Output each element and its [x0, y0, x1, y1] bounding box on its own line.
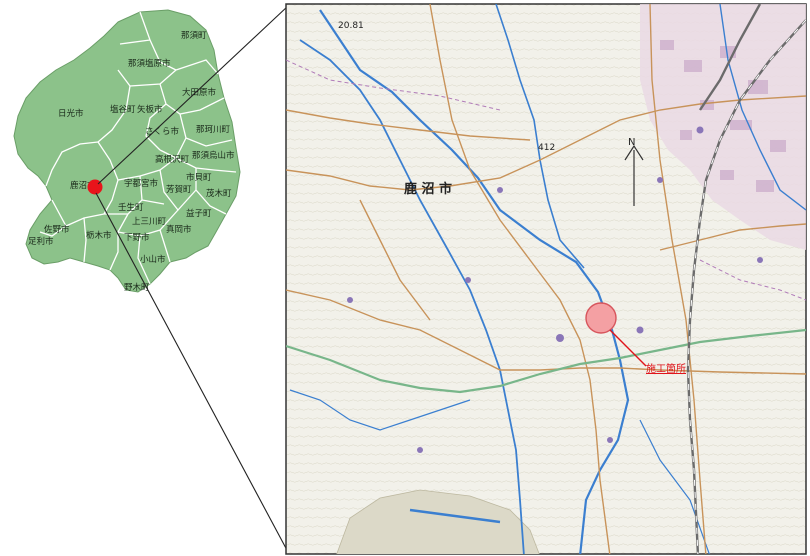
region-label-shimotsuke: 下野市: [124, 232, 150, 243]
region-label-utsunomiya: 宇都宮市: [124, 178, 159, 189]
site-leader-line: [609, 329, 647, 367]
region-label-sakura: さくら市: [145, 126, 180, 137]
region-label-moka: 真岡市: [166, 224, 192, 235]
boundaries: [286, 59, 806, 301]
region-label-mibu: 壬生町: [118, 202, 144, 213]
region-label-motegi: 茂木町: [206, 188, 232, 199]
overview-labels: 那須町那須塩原市日光市 塩谷町矢板市 大田原市さくら市 那珂川町高根沢町那須烏山市鹿沼…: [28, 31, 235, 293]
region-label-takanezawa: 高根沢町: [155, 154, 190, 165]
railway-dash: [687, 19, 806, 554]
hill-area: [336, 489, 540, 554]
region-label-kanuma: 鹿沼市: [70, 180, 96, 191]
region-label-tochigi: 栃木市: [86, 230, 112, 241]
region-label-nasushiobara: 那須塩原市: [128, 58, 171, 69]
construction-site-marker: [585, 302, 617, 334]
region-label-kaminokawa: 上三川町: [132, 217, 167, 227]
region-label-mashiko: 益子町: [186, 208, 212, 219]
region-label-shioya: 塩谷町: [110, 104, 136, 115]
region-label-oyama: 小山市: [140, 254, 166, 265]
region-label-nasu: 那須町: [181, 31, 207, 41]
region-label-nikko: 日光市: [58, 108, 84, 119]
city-label: 鹿 沼 市: [404, 181, 452, 197]
region-label-nakagawa: 那珂川町: [196, 125, 231, 135]
overview-map: 那須町那須塩原市日光市 塩谷町矢板市 大田原市さくら市 那珂川町高根沢町那須烏山市鹿沼…: [13, 9, 241, 293]
north-label: N: [628, 137, 635, 148]
north-arrow: [624, 144, 644, 206]
region-label-yaita: 矢板市: [137, 104, 163, 115]
detail-map: N 鹿 沼 市 20.81 412 施工箇所: [285, 3, 807, 555]
region-label-nasukarasuyama: 那須烏山市: [192, 150, 235, 161]
rivers: [289, 4, 806, 554]
region-label-sano: 佐野市: [44, 224, 70, 235]
site-label: 施工箇所: [646, 362, 686, 375]
municipal-borders: [39, 11, 237, 285]
region-label-nogi: 野木町: [124, 282, 150, 293]
region-label-haga: 芳賀町: [166, 184, 192, 195]
map-symbols: [347, 126, 763, 453]
zoom-connector-lines: [95, 5, 289, 553]
region-label-ichikai: 市貝町: [186, 172, 212, 183]
highway-route: [286, 328, 806, 394]
route-label-mid: 412: [538, 143, 555, 153]
region-label-otawara: 大田原市: [182, 87, 217, 98]
region-label-ashikaga: 足利市: [28, 236, 54, 247]
route-label-top: 20.81: [338, 21, 364, 31]
roads: [286, 4, 806, 554]
urban-blocks: [660, 40, 786, 192]
